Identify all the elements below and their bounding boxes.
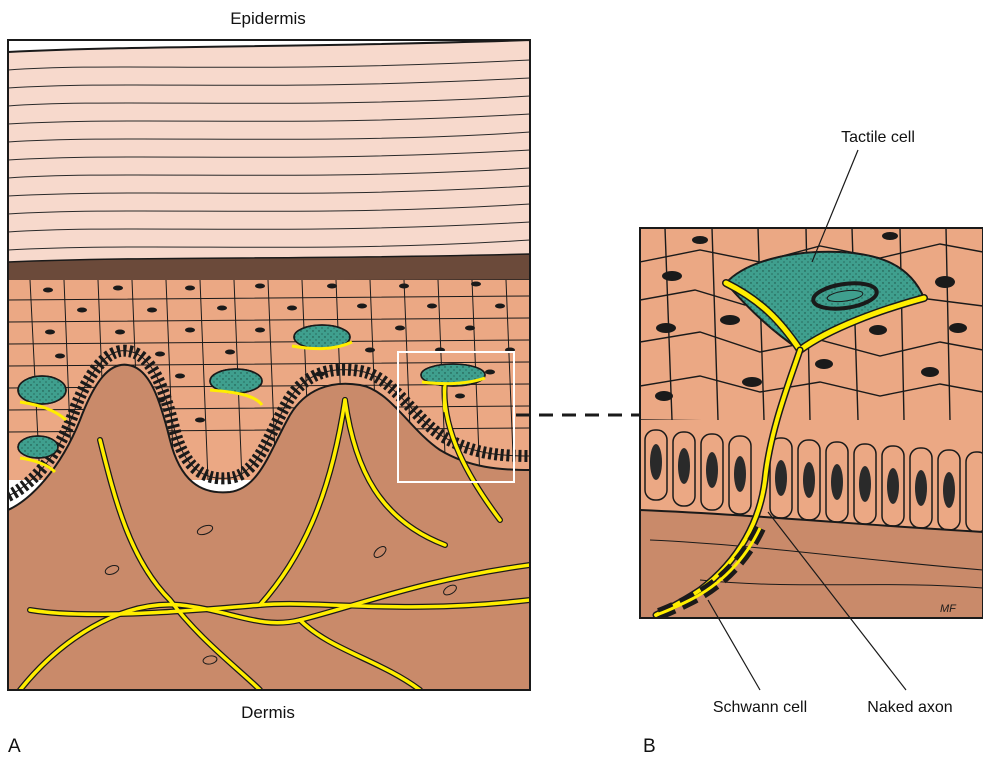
panel-a-letter: A: [8, 736, 21, 757]
artist-initials: MF: [940, 603, 957, 615]
panel-a-drawing: [8, 40, 530, 690]
naked-axon-label: Naked axon: [867, 699, 952, 716]
panel-b-letter: B: [643, 736, 656, 757]
dermis-label: Dermis: [241, 703, 295, 722]
tactile-cell-label: Tactile cell: [841, 129, 915, 146]
schwann-cell-label: Schwann cell: [713, 699, 807, 716]
panel-b-drawing: MF: [640, 228, 983, 618]
epidermis-label: Epidermis: [230, 9, 306, 28]
